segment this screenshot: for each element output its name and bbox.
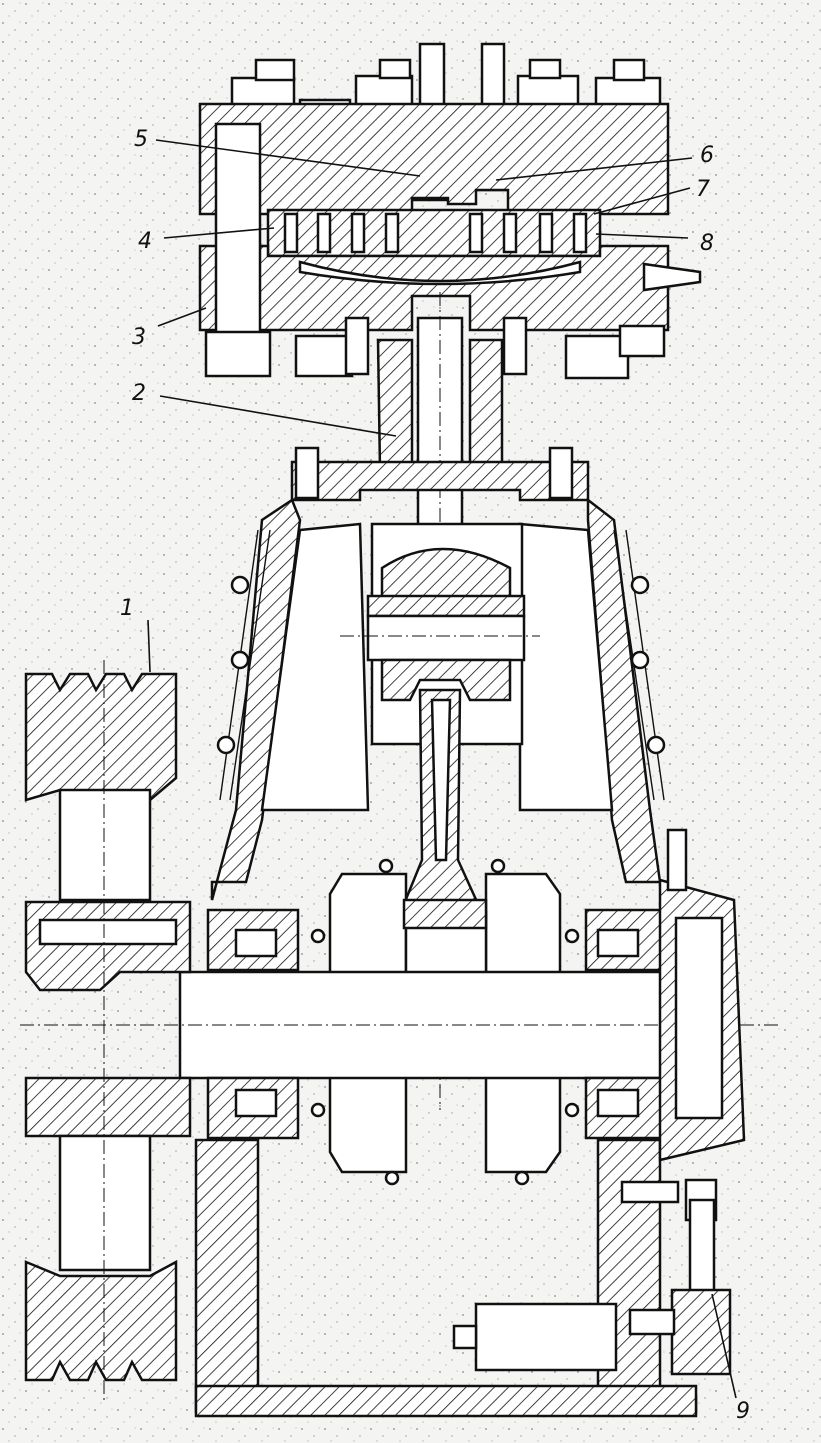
frame-base (194, 1138, 698, 1418)
callout-2: 2 (132, 381, 146, 406)
piston-dome (298, 260, 582, 286)
leader-lines (147, 139, 737, 1399)
callout-6: 6 (700, 143, 714, 168)
pulley-hub-lower (24, 1076, 192, 1138)
callout-7: 7 (696, 177, 710, 202)
callout-3: 3 (132, 325, 146, 350)
pump-body-9 (670, 1288, 732, 1376)
big-end-upper (402, 898, 488, 930)
head-cover (198, 102, 670, 216)
callout-4: 4 (138, 229, 152, 254)
pulley-web-bottom (58, 1134, 152, 1272)
crankshaft-section (20, 858, 780, 1186)
flywheel-pulley (24, 660, 192, 1400)
pulley-key (38, 918, 178, 946)
valve-plate (266, 208, 602, 258)
cylinder-head-assembly (198, 42, 702, 380)
outlet-fitting (642, 262, 702, 292)
crankcase-frame (210, 497, 666, 901)
callout-5: 5 (134, 127, 148, 152)
base-plate (194, 1384, 698, 1418)
oil-pump-drive (620, 828, 746, 1376)
crosshead-bottom (380, 658, 512, 702)
main-bearing-right (584, 908, 664, 1140)
callout-1: 1 (120, 596, 134, 621)
pulley-rim-bottom (24, 1259, 178, 1382)
crosshead-top (380, 547, 512, 602)
oil-heater (474, 1302, 618, 1372)
pulley-rim-top (24, 672, 178, 802)
crosshead-pin (366, 614, 526, 662)
head-bottom-nuts (204, 316, 666, 380)
frame-left-wall (210, 498, 302, 901)
head-bolt-left (214, 122, 262, 336)
main-bearing-left (206, 908, 300, 1140)
frame-inner-left (260, 522, 370, 812)
callout-9: 9 (736, 1399, 750, 1424)
crosshead-pin-block (366, 594, 526, 618)
callout-8: 8 (700, 231, 714, 256)
piston-rod-assembly (290, 292, 590, 1110)
cover-screws (216, 575, 666, 755)
frame-top-flange (290, 460, 590, 502)
callout-labels: 1 2 3 4 5 6 7 8 9 (120, 127, 750, 1424)
crosshead-and-connecting-rod (340, 522, 540, 906)
pulley-web-top (58, 788, 152, 902)
frame-screws (310, 858, 580, 1186)
